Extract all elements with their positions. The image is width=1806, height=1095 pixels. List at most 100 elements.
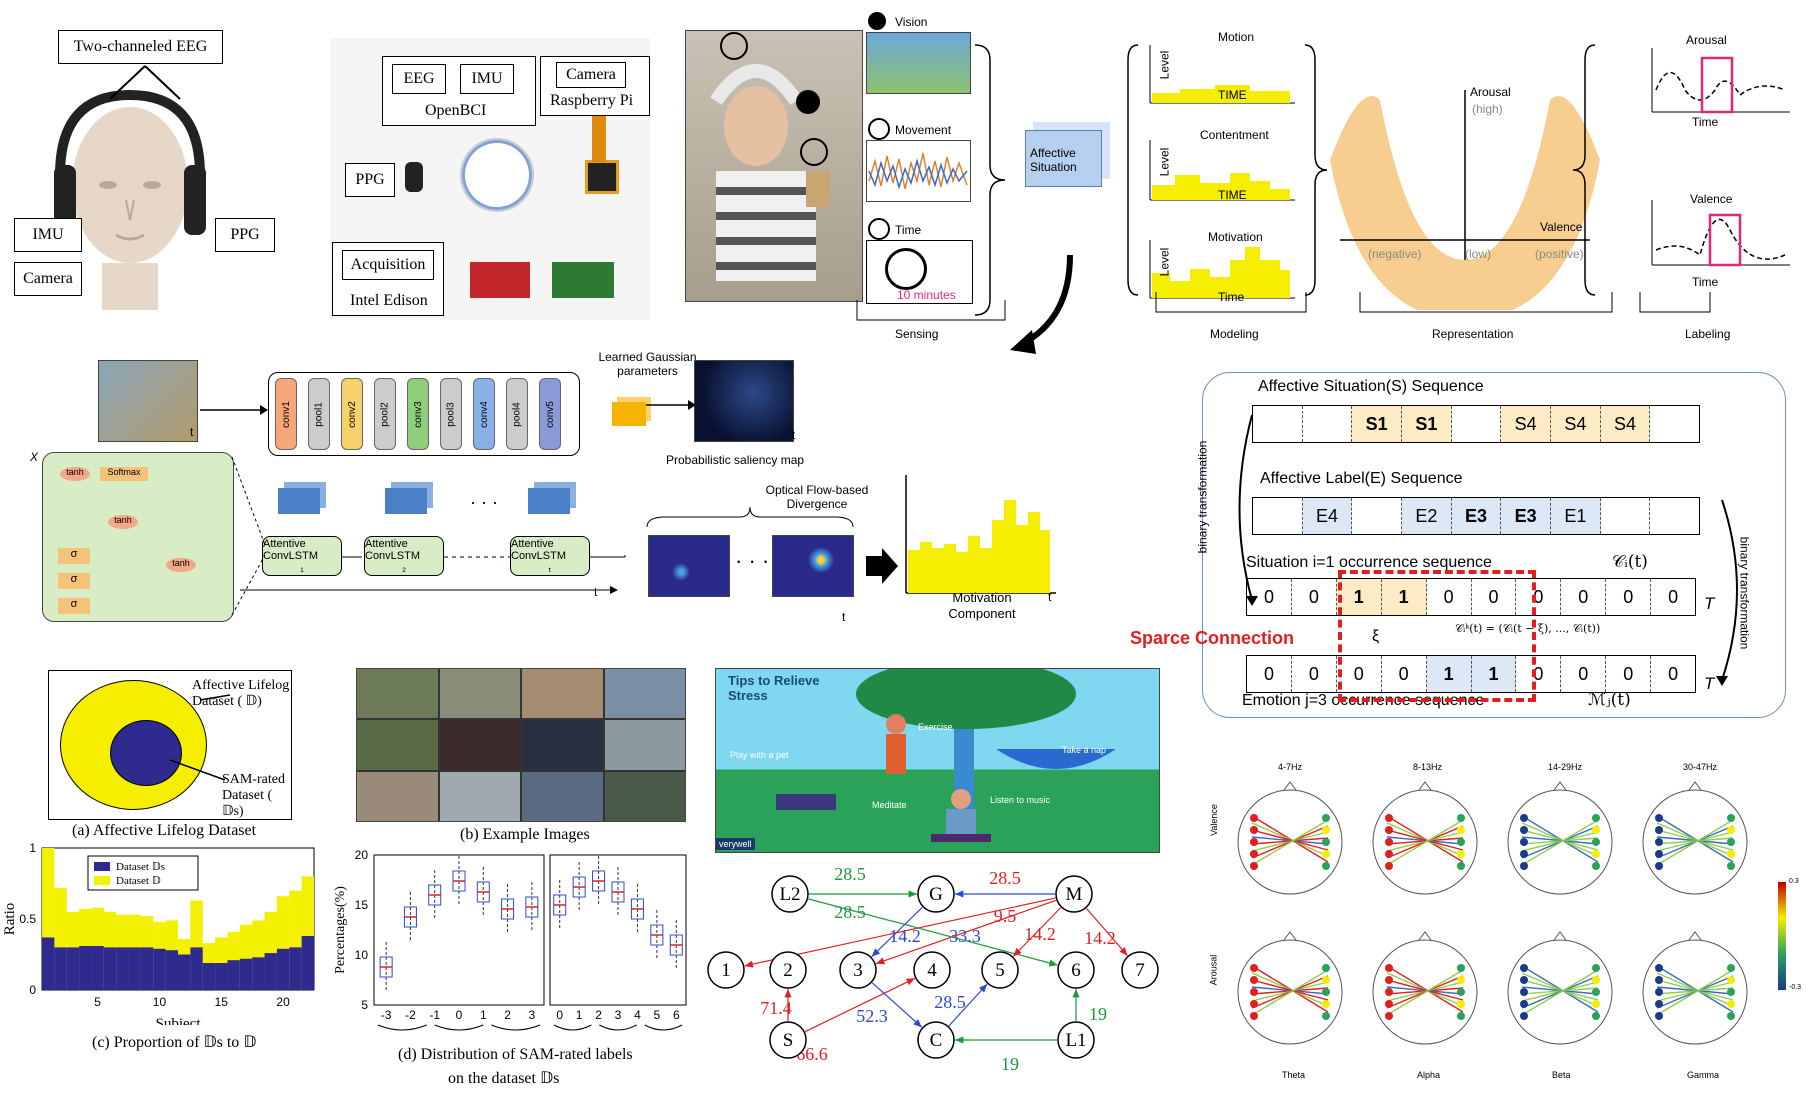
labeling-label: Labeling [1685,327,1731,341]
x-tick: 6 [673,1008,680,1022]
t-label-input: t [190,425,194,439]
xi-label: ξ [1372,628,1380,645]
high-label: (high) [1472,102,1503,116]
sigma-text-1: σ [70,548,78,560]
affective-situation-cube [1025,130,1102,187]
bar-dataset-ds [276,948,290,990]
sigma-text-2: σ [70,573,78,585]
dots-label: · · · [470,492,498,512]
convlstm-cube-1 [278,488,320,514]
group-brace [491,1024,541,1031]
bar-dataset-ds [215,963,228,990]
edison-label: Intel Edison [350,292,428,309]
graph-node [707,951,745,989]
x-tick: 0 [556,1008,563,1022]
seq-cell: 0 [1516,579,1562,615]
graph-edge [871,906,923,958]
seq-cell: 0 [1516,656,1562,692]
layer-pool1: pool1 [308,378,330,450]
sigma-gate-1: σ [58,548,90,564]
cell-connector [231,456,266,616]
movement-label: Movement [895,123,952,137]
x-tick: 5 [654,1008,661,1022]
t-super-2: T [1704,674,1715,693]
edge-weight: 19 [1001,1054,1019,1074]
arousal-valence-plot [1330,90,1600,310]
seq-cell: 0 [1472,579,1517,615]
graph-node [981,951,1019,989]
low-label: (low) [1465,247,1491,261]
modeling-plots [1127,44,1295,299]
stopwatch-icon [885,248,927,290]
brand-label: verywell [716,838,755,850]
y-tick: 1 [29,841,36,855]
seq-cell: 0 [1668,663,1679,684]
openbci-board-icon [460,138,534,212]
t-super-1: T [1704,594,1715,613]
node-label: 7 [1135,960,1145,981]
t-label-motivation: t [1048,590,1052,604]
layer-label: conv2 [346,400,358,428]
t-label-div: t [842,610,846,624]
legend-entry: Dataset 𝔻s [116,861,165,873]
caption-d2: on the dataset 𝔻s [448,1070,560,1087]
seq-cell: 1 [1336,579,1382,615]
board-acquisition-label: Acquisition [342,250,434,280]
eeg-label: Two-channeled EEG [58,30,223,64]
edge-weight: 28.5 [834,902,866,922]
layer-conv1: conv1 [275,378,297,450]
eeg-arrows [109,65,181,100]
situation-seq-label: Situation i=1 occurrence sequence [1246,554,1492,571]
lstm-1-text: Attentive ConvLSTM [263,538,319,562]
edge-weight: 28.5 [989,868,1021,888]
y-tick: 10 [355,948,369,962]
layer-conv5: conv5 [539,378,561,450]
divergence-frame-t [772,535,854,597]
edge-weight: 28.5 [834,864,866,884]
x-tick: 5 [94,995,101,1009]
lstm-t-text: Attentive ConvLSTM [511,537,567,562]
time-axis-3: Time [1218,290,1245,304]
tanh-node-2: tanh [108,515,138,529]
edison-board-icon [470,262,530,298]
edge-weight: 71.4 [760,998,792,1018]
graph-edge [875,899,1057,965]
s-seq-title: Affective Situation(S) Sequence [1258,378,1484,395]
x-tick: -3 [381,1008,392,1022]
seq-cell: 0 [1561,656,1607,692]
graph-node [1121,951,1159,989]
layer-label: pool2 [379,401,391,427]
seq-cell: 0 [1247,579,1292,615]
bar-dataset-ds [66,947,80,990]
topomap [1507,931,1613,1045]
layer-label: conv3 [412,400,424,428]
seq-cell: 1 [1381,579,1427,615]
node-label: S [783,1030,794,1051]
graph-node [917,1021,955,1059]
positive-label: (positive) [1535,247,1584,261]
bar-dataset-ds [91,945,104,990]
time-axis-1: TIME [1218,88,1247,102]
band-name: Theta [1282,1070,1306,1080]
seq-cell [1253,498,1303,534]
meditate-label: Meditate [872,800,907,810]
bar-dataset-ds [239,958,253,990]
big-right-arrow [866,548,898,584]
layer-conv3: conv3 [407,378,429,450]
band-name: Beta [1552,1070,1571,1080]
bar-dataset-ds [116,947,129,990]
vision-icon [720,32,748,60]
seq-cell: 0 [1292,656,1337,692]
valence-axis-label: Valence [1540,220,1583,234]
representation-label: Representation [1432,327,1514,341]
saliency-map [694,360,794,442]
x-tick: 10 [153,995,167,1009]
edge-weight: 14.2 [889,926,921,946]
conv-stack-box [268,372,580,456]
seq-cell: 0 [1292,579,1337,615]
labeling-time-1: Time [1692,115,1719,129]
